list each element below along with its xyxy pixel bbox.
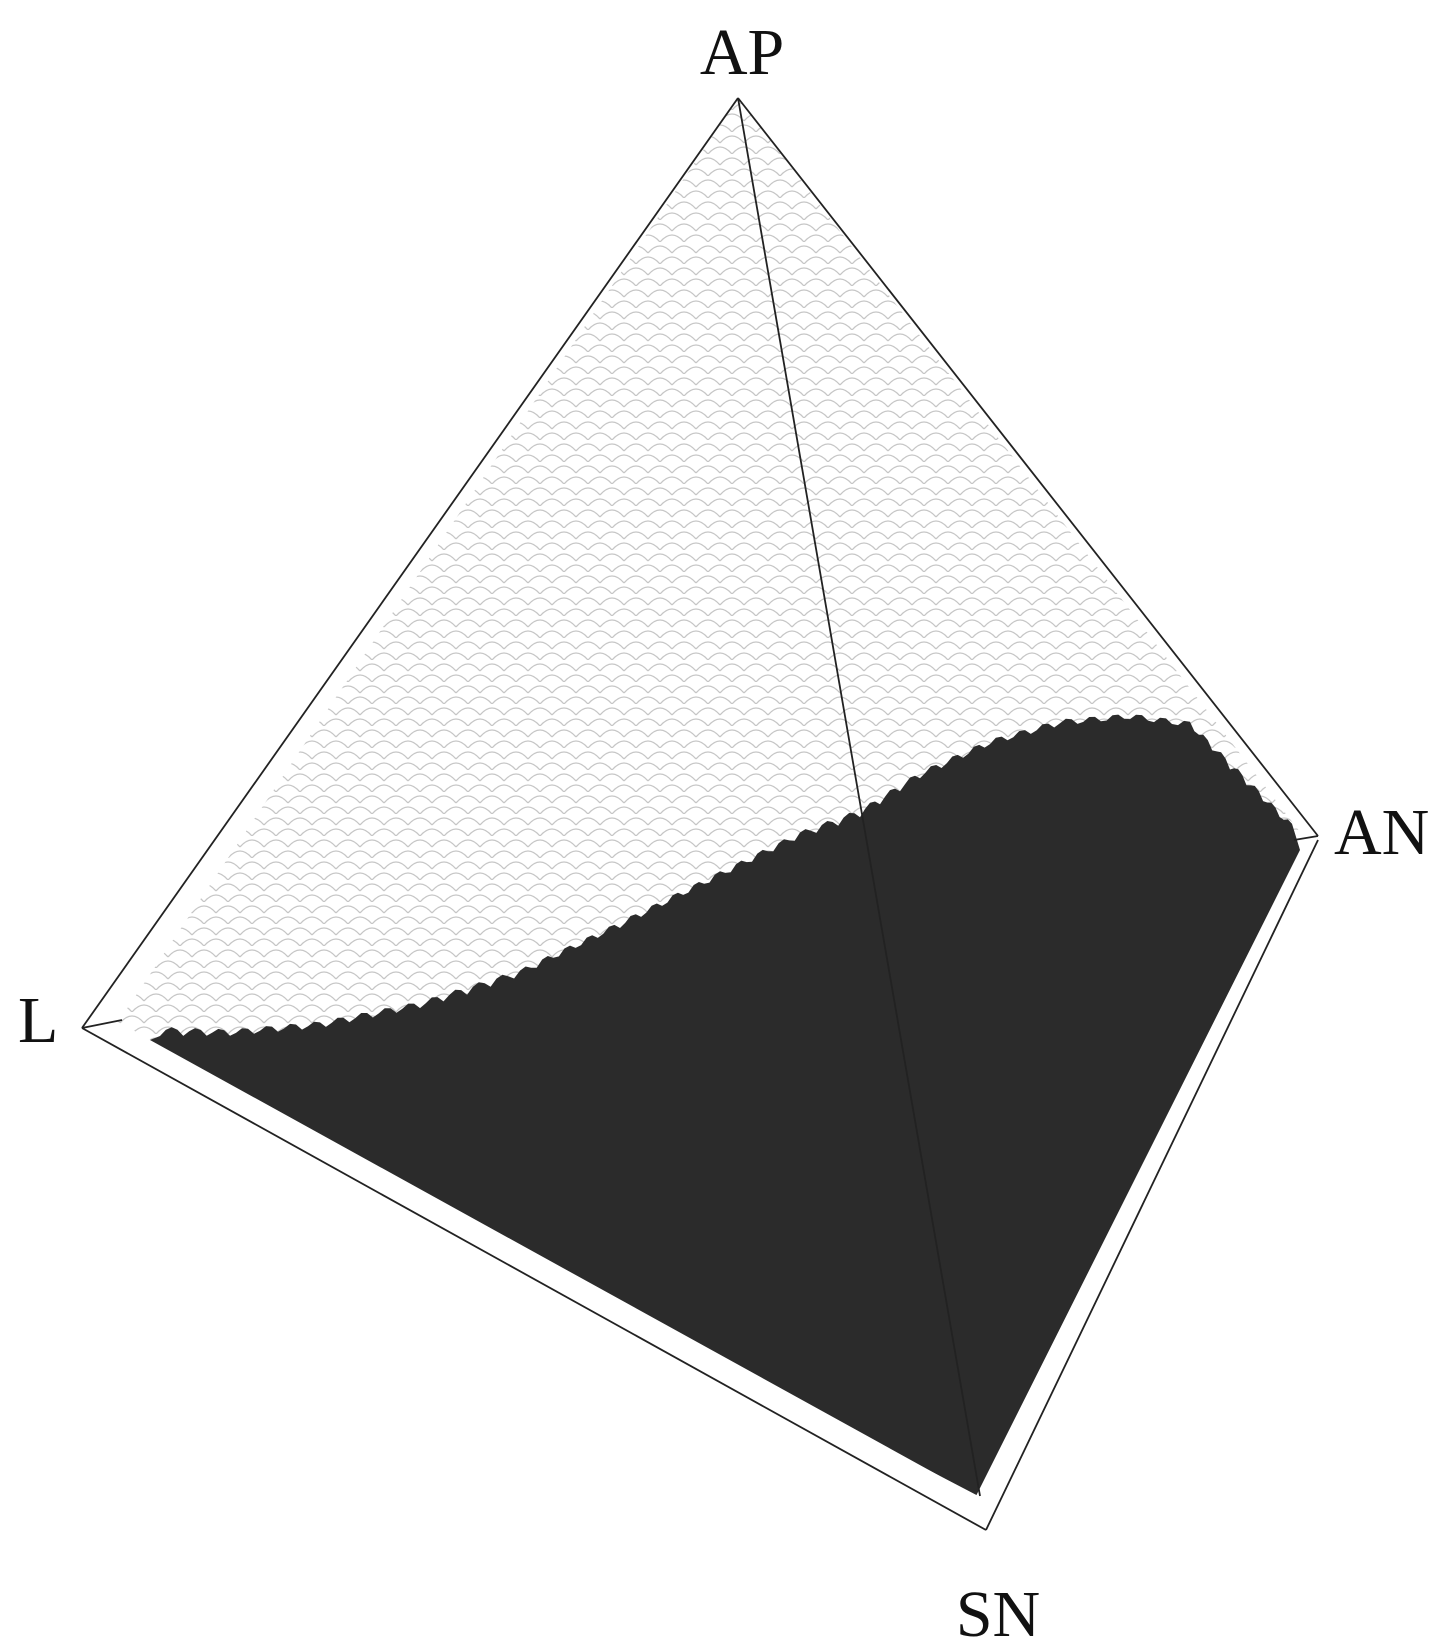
vertex-label-sn: SN	[956, 1578, 1040, 1648]
vertex-label-an: AN	[1334, 796, 1429, 869]
vertex-label-ap: AP	[700, 16, 784, 89]
edge-ap-sn	[737, 97, 981, 1497]
edge-l-inner	[81, 1019, 123, 1029]
dark-region	[150, 714, 1300, 1496]
edge-ap-an	[737, 97, 1319, 837]
edge-l-sn	[81, 1027, 987, 1531]
dark-region-group	[150, 714, 1300, 1496]
edge-sn-an	[985, 839, 1319, 1531]
edge-an-inner	[1293, 835, 1319, 841]
vertex-label-l: L	[18, 984, 58, 1057]
tetrahedron-edges	[81, 97, 1319, 1531]
edge-ap-l	[81, 97, 739, 1029]
